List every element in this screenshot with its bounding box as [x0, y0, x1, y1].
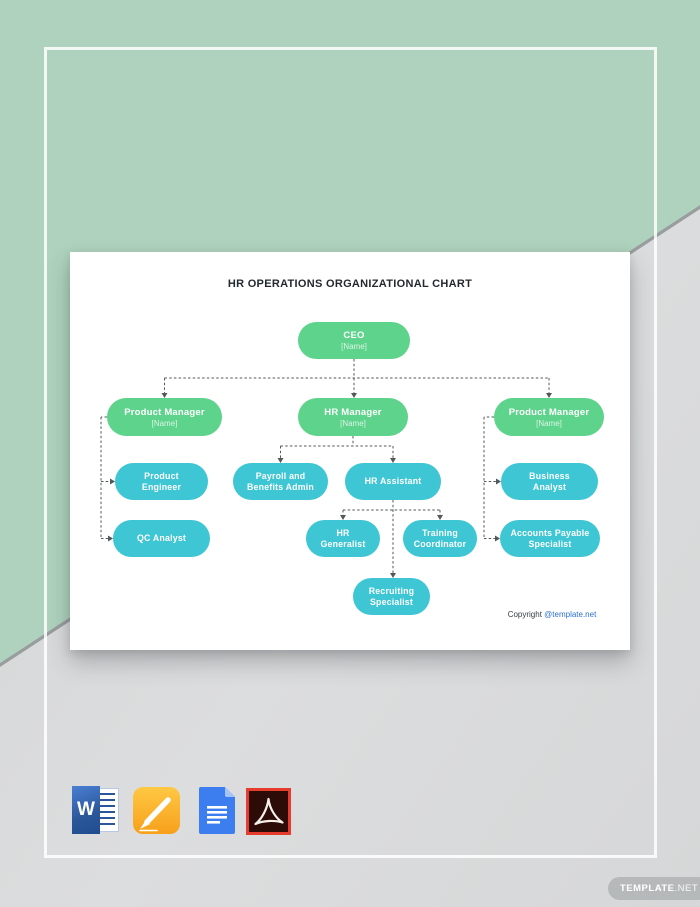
org-node-hr-assistant: HR Assistant — [345, 463, 441, 500]
word-format-icon[interactable]: W — [72, 786, 119, 834]
org-chart-connectors — [100, 359, 552, 578]
templatenet-badge[interactable]: TEMPLATE.NET — [608, 877, 700, 900]
org-node-product-engineer: Product Engineer — [115, 463, 208, 500]
node-name-placeholder: [Name] — [340, 418, 366, 428]
copyright-link: @template.net — [544, 610, 597, 619]
org-node-qc-analyst: QC Analyst — [113, 520, 210, 557]
node-title: Product Manager — [124, 406, 205, 418]
org-node-product-manager-left: Product Manager [Name] — [107, 398, 222, 436]
google-docs-format-icon[interactable] — [199, 787, 235, 834]
org-node-hr-manager: HR Manager [Name] — [298, 398, 408, 436]
org-node-ceo: CEO [Name] — [298, 322, 410, 359]
node-title: Product Manager — [508, 406, 590, 418]
node-name-placeholder: [Name] — [341, 342, 367, 351]
node-title: CEO — [343, 330, 365, 341]
org-node-product-manager-right: Product Manager [Name] — [494, 398, 604, 436]
pages-format-icon[interactable] — [133, 787, 180, 834]
org-node-recruiting-specialist: Recruiting Specialist — [353, 578, 430, 615]
node-title: HR Manager — [324, 406, 382, 418]
copyright-line: Copyright @template.net — [482, 610, 622, 619]
pdf-format-icon[interactable] — [246, 788, 291, 835]
document-icon — [199, 787, 235, 834]
org-node-hr-generalist: HR Generalist — [306, 520, 380, 557]
org-node-training-coordinator: Training Coordinator — [403, 520, 477, 557]
chart-title: HR OPERATIONS ORGANIZATIONAL CHART — [227, 278, 473, 290]
org-node-business-analyst: Business Analyst — [501, 463, 598, 500]
node-name-placeholder: [Name] — [536, 418, 562, 428]
pen-icon — [139, 797, 171, 832]
copyright-text: Copyright — [507, 610, 545, 619]
org-node-accounts-payable-specialist: Accounts Payable Specialist — [500, 520, 600, 557]
badge-bold-text: TEMPLATE — [620, 883, 675, 894]
template-preview-card: HR OPERATIONS ORGANIZATIONAL CHART — [70, 252, 630, 650]
badge-light-text: .NET — [674, 883, 699, 894]
node-name-placeholder: [Name] — [151, 418, 178, 428]
word-letter-panel: W — [72, 786, 100, 834]
org-node-payroll-benefits-admin: Payroll and Benefits Admin — [233, 463, 328, 500]
acrobat-mark-icon — [254, 797, 284, 826]
